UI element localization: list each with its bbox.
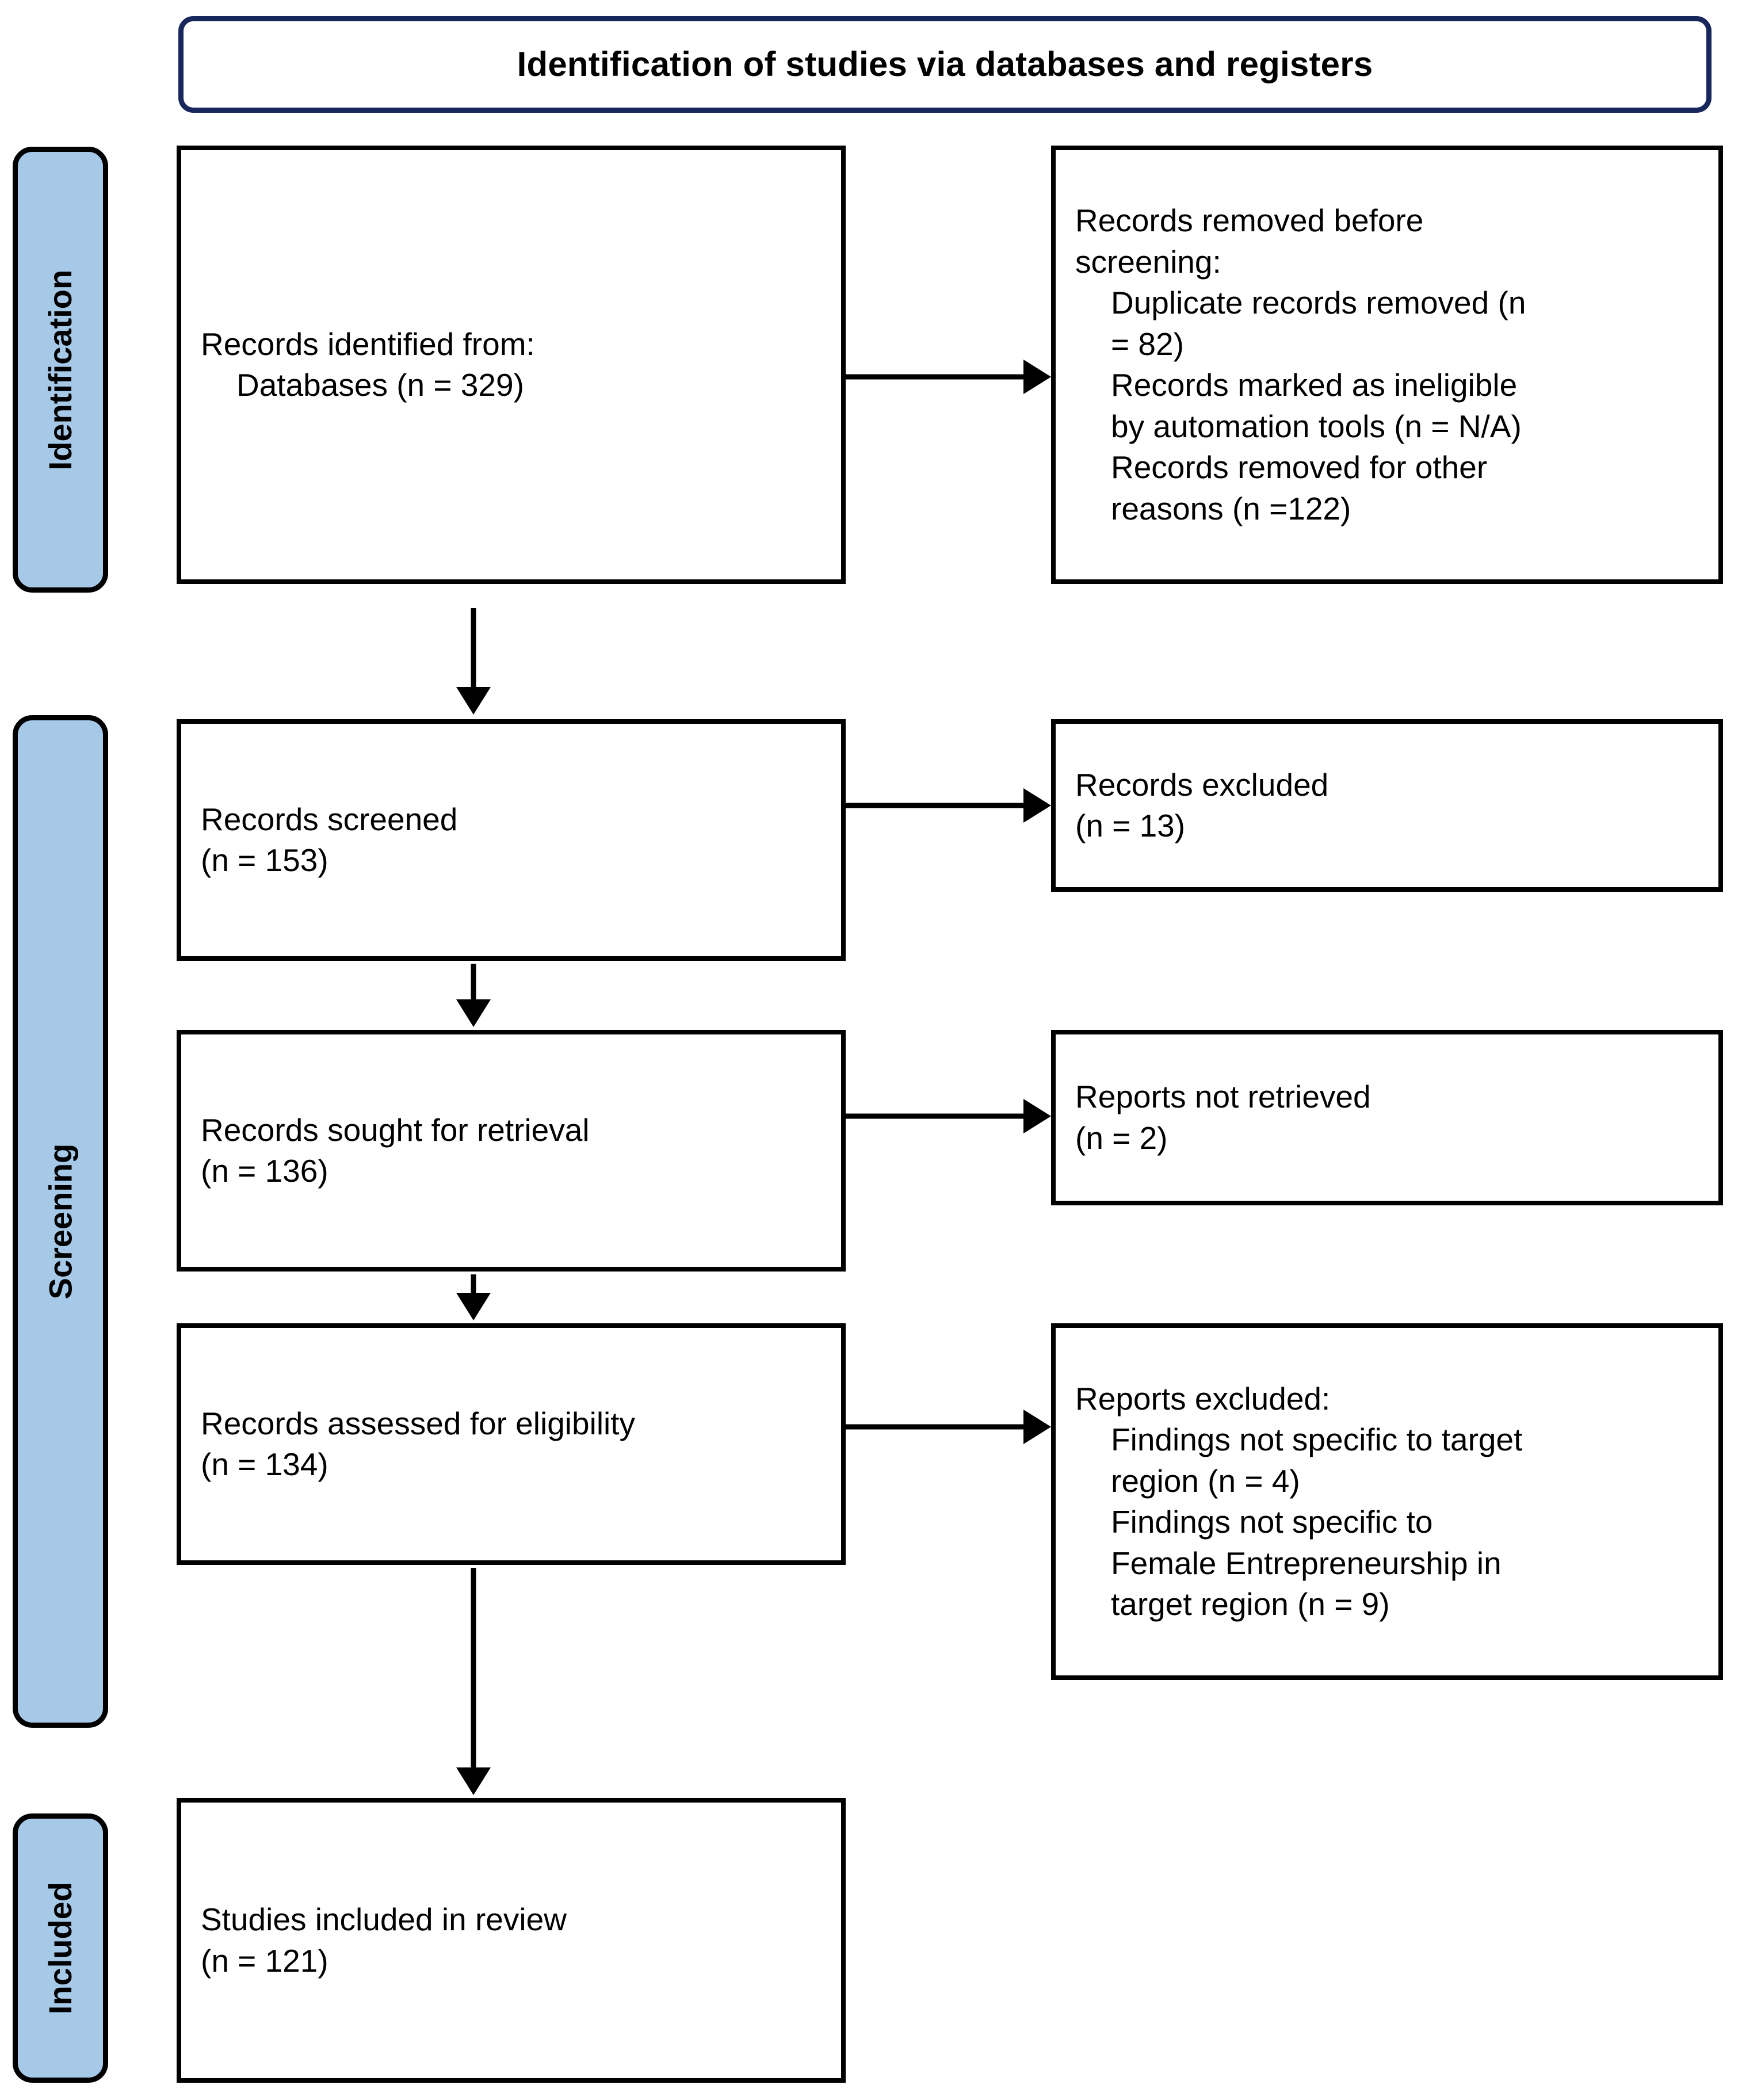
arrow-head [456, 687, 491, 715]
records-removed-line-2: screening: [1075, 242, 1699, 283]
arrow-head [1023, 1410, 1051, 1444]
records-removed-line-7: Records removed for other [1111, 449, 1488, 485]
arrow-shaft [471, 964, 476, 1001]
records-excluded-line-2: (n = 13) [1075, 808, 1186, 843]
box-records-excluded: Records excluded (n = 13) [1051, 719, 1723, 892]
arrow-sought-to-assessed-icon [456, 1274, 491, 1320]
box-records-sought-for-retrieval: Records sought for retrieval (n = 136) [177, 1030, 846, 1272]
records-identified-line-2: Databases (n = 329) [236, 367, 524, 403]
records-removed-line-6: by automation tools (n = N/A) [1111, 408, 1522, 444]
records-sought-line-2: (n = 136) [201, 1153, 328, 1189]
arrow-shaft [471, 1568, 476, 1769]
studies-included-line-1: Studies included in review [201, 1902, 567, 1937]
arrow-head [1023, 1099, 1051, 1133]
stage-identification-text: Identification [42, 269, 79, 470]
records-removed-line-4: = 82) [1111, 326, 1184, 362]
arrow-screened-to-sought-icon [456, 964, 491, 1027]
arrow-identified-to-screened-icon [456, 608, 491, 715]
records-removed-line-3: Duplicate records removed (n [1111, 285, 1526, 320]
box-records-identified: Records identified from: Databases (n = … [177, 146, 846, 584]
reports-excluded-line-4: Findings not specific to [1111, 1504, 1433, 1540]
box-reports-excluded: Reports excluded: Findings not specific … [1051, 1323, 1723, 1680]
records-excluded-line-1: Records excluded [1075, 766, 1329, 803]
records-assessed-line-1: Records assessed for eligibility [201, 1405, 636, 1441]
records-removed-colon: : [1212, 243, 1221, 280]
reports-excluded-line-2: Findings not specific to target [1111, 1422, 1523, 1457]
records-identified-line-1: Records identified from: [201, 326, 535, 362]
records-sought-line-1: Records sought for retrieval [201, 1112, 590, 1148]
stage-screening-text: Screening [42, 1143, 79, 1300]
records-removed-before-italic: before [1334, 203, 1424, 238]
records-removed-line-5: Records marked as ineligible [1111, 367, 1518, 403]
reports-not-retrieved-line-2: (n = 2) [1075, 1120, 1168, 1156]
reports-not-retrieved-line-1: Reports not retrieved [1075, 1079, 1371, 1114]
arrow-shaft [846, 1424, 1025, 1430]
reports-excluded-line-6: target region (n = 9) [1111, 1586, 1390, 1622]
arrow-head [456, 999, 491, 1027]
records-removed-line-8: reasons (n =122) [1111, 490, 1351, 526]
reports-excluded-line-1: Reports excluded: [1075, 1380, 1331, 1416]
arrow-screened-to-excluded-icon [846, 788, 1051, 823]
records-removed-prefix: Records removed [1075, 203, 1334, 238]
diagram-title-banner: Identification of studies via databases … [178, 16, 1712, 113]
records-screened-line-2: (n = 153) [201, 842, 328, 878]
stage-label-identification: Identification [13, 147, 108, 593]
stage-included-text: Included [42, 1881, 79, 2015]
arrow-shaft [471, 1274, 476, 1295]
arrow-shaft [846, 1113, 1025, 1119]
arrow-head [456, 1293, 491, 1320]
arrow-assessed-to-reports-excluded-icon [846, 1410, 1051, 1444]
arrow-shaft [471, 608, 476, 689]
box-records-removed-before-screening: Records removed before screening: Duplic… [1051, 146, 1723, 584]
records-assessed-line-2: (n = 134) [201, 1446, 328, 1482]
arrow-assessed-to-included-icon [456, 1568, 491, 1795]
arrow-shaft [846, 803, 1025, 808]
reports-excluded-line-3: region (n = 4) [1111, 1463, 1300, 1499]
stage-label-screening: Screening [13, 715, 108, 1728]
reports-excluded-line-5: Female Entrepreneurship in [1111, 1545, 1502, 1581]
arrow-head [1023, 360, 1051, 394]
stage-label-included: Included [13, 1813, 108, 2083]
diagram-title: Identification of studies via databases … [517, 45, 1373, 83]
arrow-head [1023, 788, 1051, 823]
box-studies-included-in-review: Studies included in review (n = 121) [177, 1798, 846, 2083]
records-removed-screening-italic: screening [1075, 243, 1213, 280]
studies-included-line-2: (n = 121) [201, 1942, 328, 1979]
arrow-identified-to-removed-icon [846, 360, 1051, 394]
records-screened-line-1: Records screened [201, 801, 458, 837]
arrow-shaft [846, 374, 1025, 380]
box-records-assessed-for-eligibility: Records assessed for eligibility (n = 13… [177, 1323, 846, 1565]
records-removed-line-1: Records removed before [1075, 200, 1699, 242]
box-records-screened: Records screened (n = 153) [177, 719, 846, 961]
box-reports-not-retrieved: Reports not retrieved (n = 2) [1051, 1030, 1723, 1205]
arrow-head [456, 1767, 491, 1795]
arrow-sought-to-not-retrieved-icon [846, 1099, 1051, 1133]
